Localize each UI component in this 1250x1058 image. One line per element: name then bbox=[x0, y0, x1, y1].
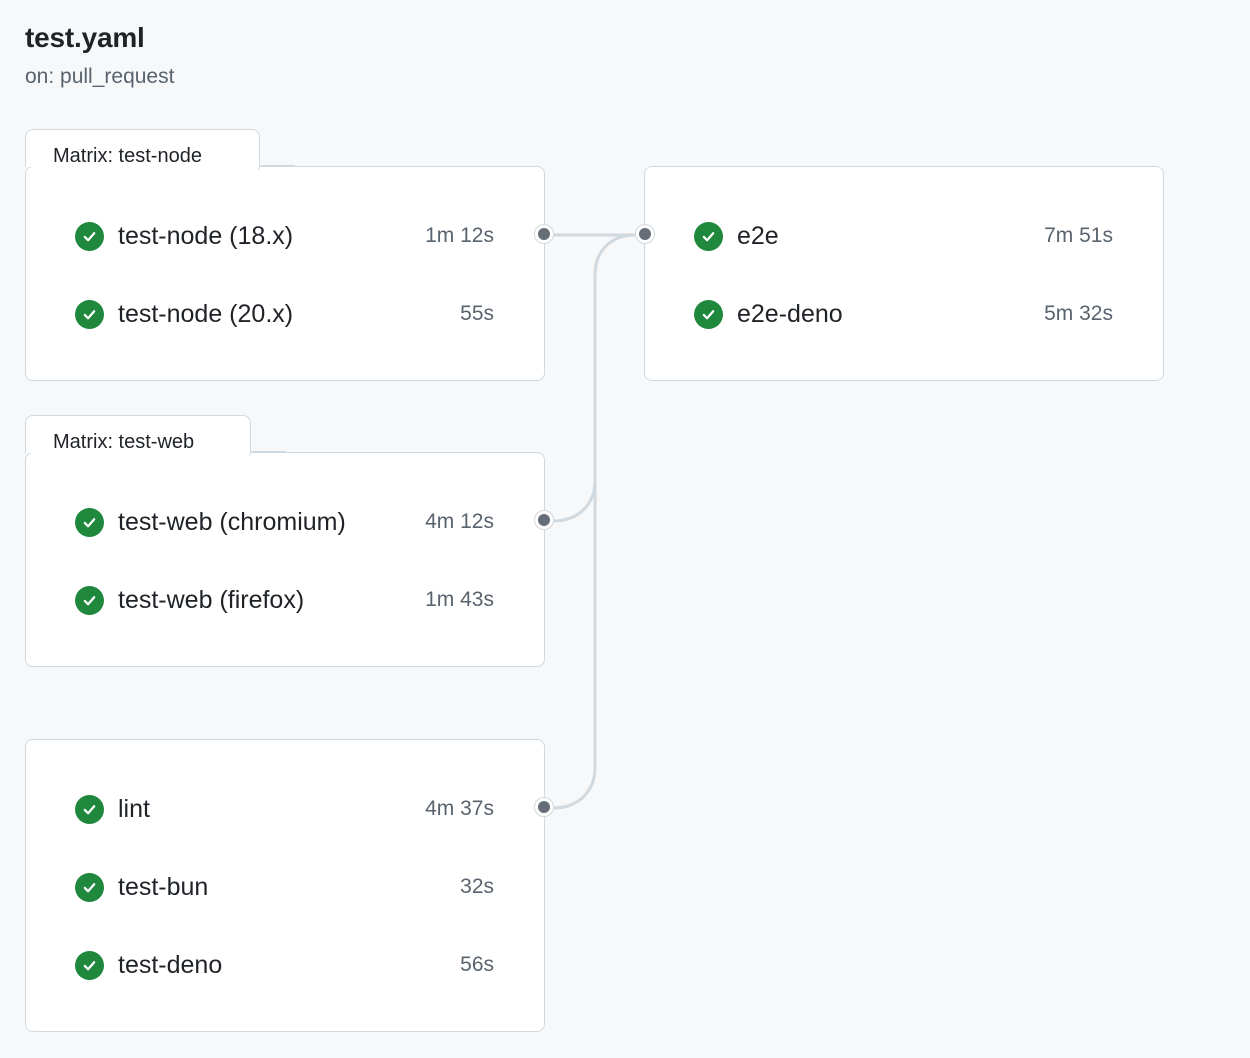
job-group-test-node: test-node (18.x) 1m 12s test-node (20.x)… bbox=[25, 166, 545, 381]
job-group-misc: lint 4m 37s test-bun 32s test-deno 56s bbox=[25, 739, 545, 1032]
job-row[interactable]: test-deno bbox=[75, 948, 222, 982]
job-duration: 4m 12s bbox=[425, 510, 494, 533]
matrix-label: Matrix: test-node bbox=[53, 145, 202, 167]
check-circle-icon bbox=[75, 299, 104, 329]
job-name[interactable]: e2e-deno bbox=[737, 299, 843, 328]
check-circle-icon bbox=[75, 872, 104, 902]
workflow-title: test.yaml bbox=[25, 22, 145, 53]
job-name[interactable]: lint bbox=[118, 794, 150, 823]
job-duration: 1m 43s bbox=[425, 588, 494, 611]
job-duration: 55s bbox=[460, 302, 494, 325]
check-circle-icon bbox=[75, 507, 104, 537]
job-duration: 4m 37s bbox=[425, 797, 494, 820]
job-row[interactable]: test-web (firefox) bbox=[75, 583, 304, 617]
check-circle-icon bbox=[75, 585, 104, 615]
job-duration: 7m 51s bbox=[1044, 224, 1113, 247]
workflow-trigger: on: pull_request bbox=[25, 65, 175, 88]
job-row[interactable]: test-node (18.x) bbox=[75, 219, 293, 253]
check-circle-icon bbox=[694, 221, 723, 251]
job-row[interactable]: test-node (20.x) bbox=[75, 297, 293, 331]
job-duration: 5m 32s bbox=[1044, 302, 1113, 325]
job-duration: 56s bbox=[460, 953, 494, 976]
output-port bbox=[534, 797, 554, 817]
job-group-e2e: e2e 7m 51s e2e-deno 5m 32s bbox=[644, 166, 1164, 381]
input-port bbox=[635, 224, 655, 244]
output-port bbox=[534, 510, 554, 530]
output-port bbox=[534, 224, 554, 244]
check-circle-icon bbox=[75, 794, 104, 824]
job-name[interactable]: test-web (firefox) bbox=[118, 585, 305, 614]
job-name[interactable]: test-node (20.x) bbox=[118, 299, 294, 328]
matrix-tab-test-web: Matrix: test-web bbox=[25, 415, 251, 453]
tab-corner bbox=[258, 165, 295, 170]
job-name[interactable]: e2e bbox=[737, 221, 779, 250]
job-row[interactable]: e2e-deno bbox=[694, 297, 843, 331]
check-circle-icon bbox=[694, 299, 723, 329]
tab-corner bbox=[249, 451, 286, 456]
job-name[interactable]: test-deno bbox=[118, 950, 223, 979]
check-circle-icon bbox=[75, 221, 104, 251]
job-row[interactable]: e2e bbox=[694, 219, 779, 253]
job-name[interactable]: test-node (18.x) bbox=[118, 221, 294, 250]
connector-misc bbox=[552, 275, 597, 810]
matrix-tab-test-node: Matrix: test-node bbox=[25, 129, 260, 167]
job-row[interactable]: test-bun bbox=[75, 870, 208, 904]
job-row[interactable]: test-web (chromium) bbox=[75, 505, 346, 539]
job-duration: 32s bbox=[460, 875, 494, 898]
matrix-label: Matrix: test-web bbox=[53, 431, 195, 453]
job-name[interactable]: test-bun bbox=[118, 872, 209, 901]
check-circle-icon bbox=[75, 950, 104, 980]
job-duration: 1m 12s bbox=[425, 224, 494, 247]
job-group-test-web: test-web (chromium) 4m 12s test-web (fir… bbox=[25, 452, 545, 667]
job-name[interactable]: test-web (chromium) bbox=[118, 507, 346, 536]
job-row[interactable]: lint bbox=[75, 792, 150, 826]
